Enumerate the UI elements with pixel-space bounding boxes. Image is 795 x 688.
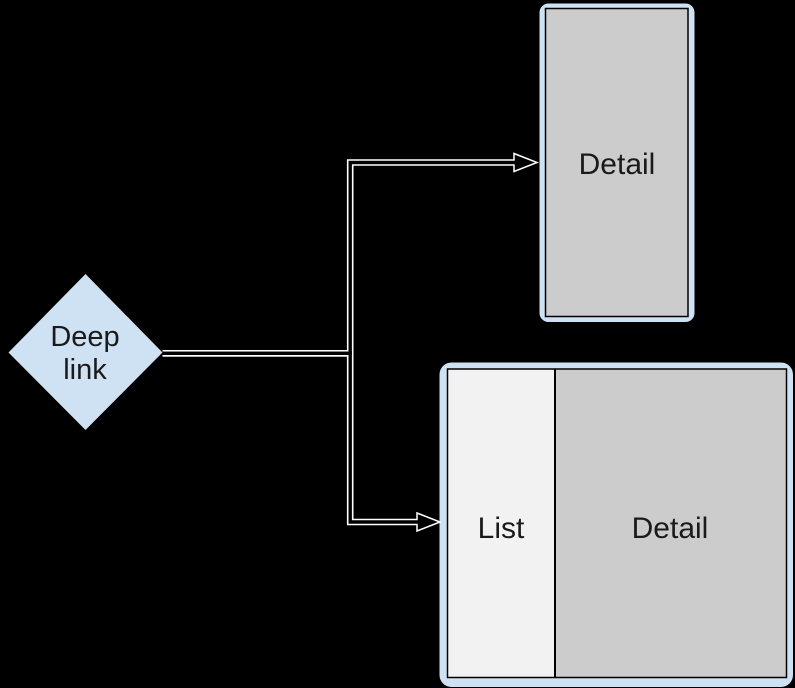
deep-link-label-line1: Deep xyxy=(50,321,119,353)
two-pane-list-label: List xyxy=(478,512,525,545)
edge-to-single-pane-casing xyxy=(162,159,517,357)
edge-to-two-pane-casing xyxy=(162,350,420,526)
two-pane-list-pane xyxy=(447,369,555,678)
arrowhead-to-two-pane xyxy=(416,511,443,533)
edge-to-two-pane-core xyxy=(162,351,420,524)
deep-link-diamond xyxy=(8,274,163,430)
two-pane-screen-border xyxy=(446,368,788,679)
edge-to-single-pane-core xyxy=(162,160,517,355)
single-pane-screen xyxy=(544,7,689,318)
deep-link-label-line2: link xyxy=(63,354,107,386)
two-pane-detail-pane xyxy=(555,369,787,678)
single-pane-detail-label: Detail xyxy=(579,148,656,181)
arrowhead-to-single-pane xyxy=(513,152,540,173)
two-pane-detail-label: Detail xyxy=(632,512,709,545)
